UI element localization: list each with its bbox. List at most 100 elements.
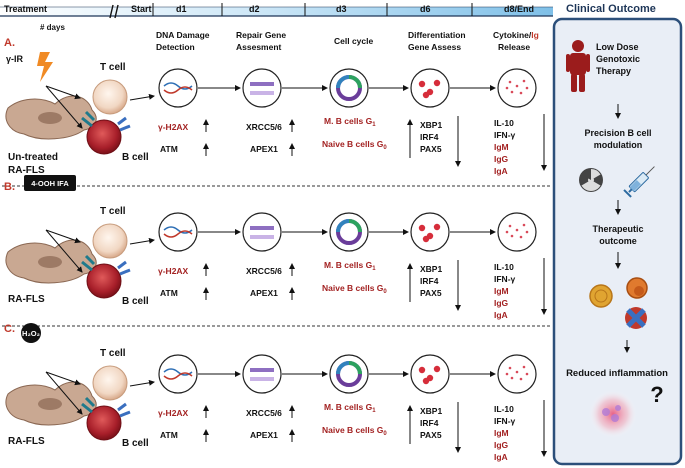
radiation-icon bbox=[579, 168, 603, 192]
marker-mbcells: M. B cells G1 bbox=[324, 116, 376, 128]
person-icon bbox=[566, 40, 590, 92]
receptor-icon bbox=[117, 402, 131, 418]
marker-pax5: PAX5 bbox=[420, 430, 442, 440]
marker-ifn: IFN-γ bbox=[494, 416, 516, 426]
marker-xbp1: XBP1 bbox=[420, 120, 442, 130]
marker-xrcc: XRCC5/6 bbox=[246, 408, 282, 418]
b-cell-icon bbox=[86, 405, 122, 441]
fls-label: RA-FLS bbox=[8, 436, 45, 447]
syringe-icon bbox=[623, 166, 655, 198]
marker-iga: IgA bbox=[494, 310, 508, 320]
header-diff-1: Differentiation bbox=[408, 30, 466, 40]
clinical-outcome-title: Clinical Outcome bbox=[566, 3, 656, 15]
outcome-box bbox=[552, 17, 683, 466]
marker-xrcc: XRCC5/6 bbox=[246, 122, 282, 132]
plasma-cell-icon bbox=[418, 223, 441, 243]
mb-sub: 1 bbox=[372, 266, 376, 272]
agent-label: 4-OOH IFA bbox=[31, 179, 69, 188]
marker-igm: IgM bbox=[494, 286, 509, 296]
cell-cycle-icon bbox=[336, 361, 362, 387]
reduced-inflammation-label: Reduced inflammation bbox=[566, 368, 668, 379]
mb-prefix: M. B cells G bbox=[324, 402, 373, 412]
marker-irf4: IRF4 bbox=[420, 276, 439, 286]
receptor-icon bbox=[81, 396, 96, 414]
marker-xbp1: XBP1 bbox=[420, 406, 442, 416]
precision-line1: Precision B cell bbox=[584, 128, 651, 138]
nb-prefix: Naive B cells G bbox=[322, 425, 384, 435]
header-release: Release bbox=[498, 42, 530, 52]
marker-iga: IgA bbox=[494, 452, 508, 462]
differentiation-circle bbox=[410, 68, 450, 108]
dna-detection-circle bbox=[158, 212, 198, 252]
arrow-to-dna bbox=[129, 379, 155, 387]
header-cycle: Cell cycle bbox=[334, 36, 373, 46]
nb-sub: 0 bbox=[383, 289, 387, 295]
marker-iga: IgA bbox=[494, 166, 508, 176]
marker-pax5: PAX5 bbox=[420, 288, 442, 298]
marker-igg: IgG bbox=[494, 298, 509, 308]
fls-label: RA-FLS bbox=[8, 294, 45, 305]
therapeutic-line2: outcome bbox=[599, 236, 637, 246]
arrow-fls-tcell bbox=[45, 85, 81, 100]
dna-detection-circle bbox=[158, 68, 198, 108]
marker-apex: APEX1 bbox=[250, 430, 278, 440]
marker-igg: IgG bbox=[494, 440, 509, 450]
cell-cycle-icon bbox=[336, 219, 362, 245]
question-mark: ? bbox=[650, 382, 663, 407]
b-cell-label: B cell bbox=[122, 438, 149, 449]
column-headers: DNA Damage Detection Repair Gene Assesme… bbox=[156, 30, 539, 52]
cytokine-icon bbox=[505, 79, 529, 95]
mb-prefix: M. B cells G bbox=[324, 116, 373, 126]
receptor-icon bbox=[117, 116, 131, 132]
b-cell-label: B cell bbox=[122, 152, 149, 163]
outcome-cells bbox=[589, 277, 648, 329]
repair-dna-icon bbox=[250, 82, 274, 95]
receptor-icon bbox=[81, 254, 96, 272]
marker-irf4: IRF4 bbox=[420, 418, 439, 428]
nb-sub: 0 bbox=[383, 431, 387, 437]
mb-sub: 1 bbox=[372, 408, 376, 414]
header-repair-1: Repair Gene bbox=[236, 30, 286, 40]
marker-igg: IgG bbox=[494, 154, 509, 164]
cell-cycle-circle bbox=[329, 354, 369, 394]
t-cell-label: T cell bbox=[100, 206, 126, 217]
marker-atm: ATM bbox=[160, 288, 178, 298]
header-cyto-prefix: Cytokine/ bbox=[493, 30, 532, 40]
nb-sub: 0 bbox=[383, 145, 387, 151]
header-repair-2: Assesment bbox=[236, 42, 282, 52]
arrow-fls-bcell bbox=[45, 85, 83, 129]
marker-mbcells: M. B cells G1 bbox=[324, 260, 376, 272]
repair-dna-icon bbox=[250, 226, 274, 239]
header-cyto: Cytokine/Ig bbox=[493, 30, 539, 40]
cell-cycle-circle bbox=[329, 68, 369, 108]
nb-prefix: Naive B cells G bbox=[322, 283, 384, 293]
therapy-line3: Therapy bbox=[596, 66, 631, 76]
treatment-label: Treatment bbox=[4, 4, 47, 14]
plasma-cell-icon bbox=[418, 365, 441, 385]
marker-il10: IL-10 bbox=[494, 262, 514, 272]
marker-nbcells: Naive B cells G0 bbox=[322, 425, 387, 437]
marker-nbcells: Naive B cells G0 bbox=[322, 139, 387, 151]
marker-apex: APEX1 bbox=[250, 288, 278, 298]
agent-label: γ-IR bbox=[6, 54, 24, 64]
d1-label: d1 bbox=[176, 4, 187, 14]
start-label: Start bbox=[131, 4, 152, 14]
cytokine-icon bbox=[505, 365, 529, 381]
receptor-icon bbox=[117, 260, 131, 276]
cytokine-circle bbox=[497, 354, 537, 394]
marker-irf4: IRF4 bbox=[420, 132, 439, 142]
arrow-fls-tcell bbox=[45, 229, 81, 244]
marker-xbp1: XBP1 bbox=[420, 264, 442, 274]
repair-circle bbox=[242, 212, 282, 252]
marker-il10: IL-10 bbox=[494, 118, 514, 128]
arrow-to-dna bbox=[129, 93, 155, 101]
marker-igm: IgM bbox=[494, 428, 509, 438]
timeline: Treatment # days Start d1 d2 d3 d6 d8/En… bbox=[0, 3, 553, 32]
dna-icon bbox=[163, 82, 193, 94]
d6-label: d6 bbox=[420, 4, 431, 14]
